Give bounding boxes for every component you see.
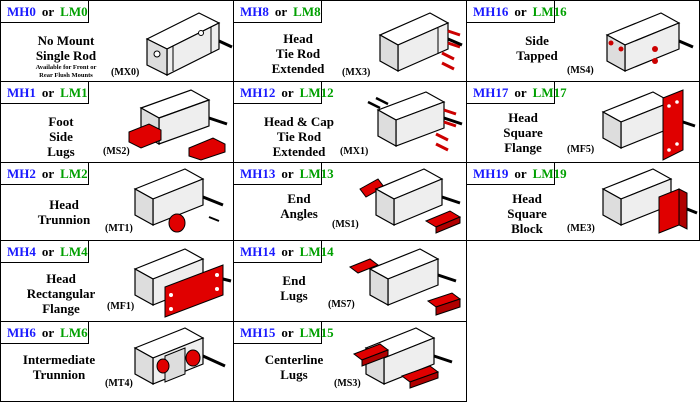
cylinder-icon (359, 168, 462, 234)
cylinder-icon (605, 12, 694, 73)
mount-code: (MS4) (567, 65, 594, 76)
cylinder-icon (133, 327, 226, 386)
cylinder-icon (133, 168, 224, 233)
mount-code: (MX1) (340, 146, 369, 157)
cylinder-icon (145, 12, 233, 76)
mount-code: (ME3) (567, 223, 595, 234)
cylinder-icon (367, 91, 463, 152)
mount-code: (MT1) (105, 223, 133, 234)
mount-code: (MS7) (328, 299, 355, 310)
cylinder-icon (128, 89, 228, 161)
mount-code: (MF1) (107, 301, 135, 312)
mount-code: (MX0) (111, 67, 140, 78)
mount-code: (MS2) (103, 146, 130, 157)
cylinder-icon (601, 89, 696, 161)
mount-code: (MF5) (567, 144, 595, 155)
mount-code: (MT4) (105, 378, 133, 389)
cylinder-icon (352, 327, 453, 389)
mount-code: (MS3) (334, 378, 361, 389)
mount-code: (MS1) (332, 219, 359, 230)
cylinder-icon (348, 248, 462, 316)
cylinder-icon (601, 168, 698, 234)
cylinder-icon (133, 248, 232, 318)
mount-code: (MX3) (342, 67, 371, 78)
cylinder-icon (378, 12, 463, 73)
